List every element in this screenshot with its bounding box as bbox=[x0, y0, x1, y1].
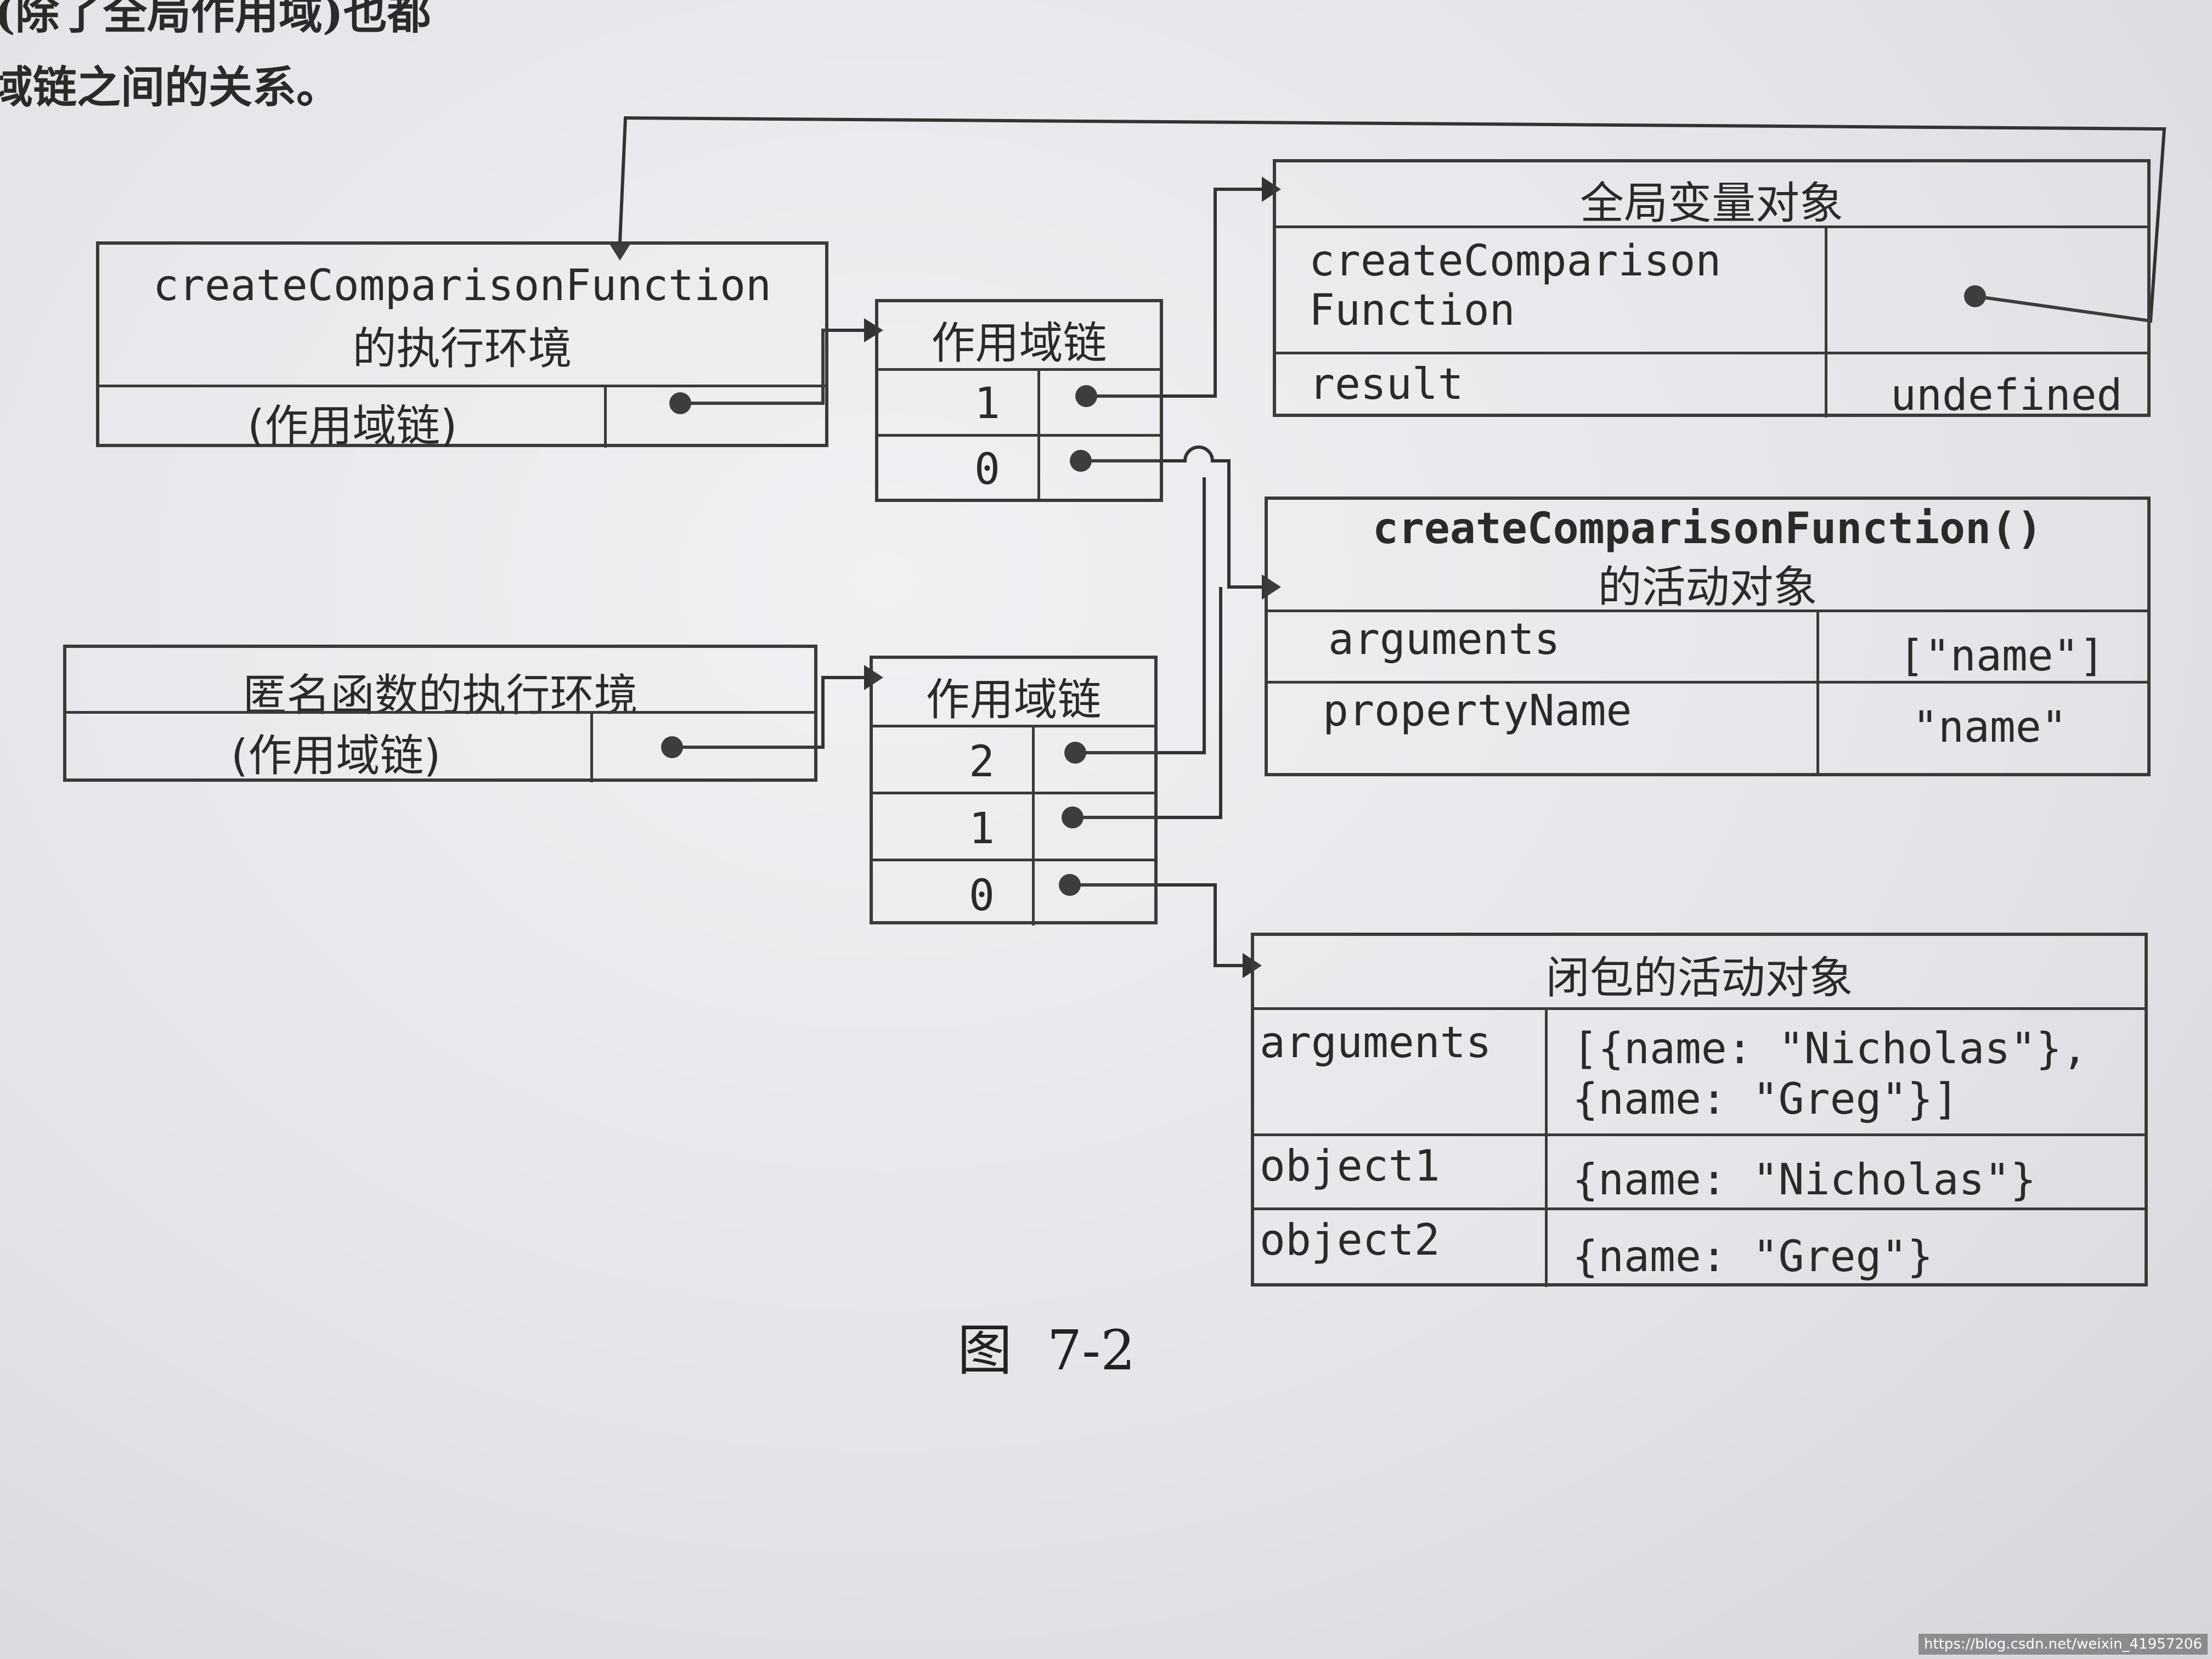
closure-ao-title: 闭包的活动对象 bbox=[1545, 952, 1853, 1003]
global-vo-row-fn: createComparison Function bbox=[1276, 225, 2147, 352]
create-ao-propertyname-name: propertyName bbox=[1323, 686, 1632, 736]
header-line-1: (除了全局作用域)也都 bbox=[0, 0, 431, 39]
scope-chain-1-box: 作用域链 1 0 bbox=[875, 299, 1163, 502]
create-ao-row-propertyname: propertyName "name" bbox=[1268, 681, 2147, 774]
global-vo-title: 全局变量对象 bbox=[1580, 178, 1843, 229]
closure-ao-arguments-value: [{name: "Nicholas"}, {name: "Greg"}] bbox=[1572, 1024, 2088, 1124]
header-line-2: 域链之间的关系。 bbox=[0, 61, 340, 113]
scope-chain-1-title: 作用域链 bbox=[931, 318, 1107, 369]
scope-chain-2-index-0: 0 bbox=[969, 871, 995, 921]
create-ao-title-1: createComparisonFunction() bbox=[1373, 504, 2042, 554]
watermark-url: https://blog.csdn.net/weixin_41957206 bbox=[1918, 1634, 2208, 1655]
create-exec-context-scope-label: (作用域链) bbox=[247, 400, 458, 452]
create-exec-context-scope-row: (作用域链) bbox=[99, 385, 825, 452]
scope-chain-2-row-0: 0 bbox=[873, 859, 1154, 926]
closure-ao-row-arguments: arguments [{name: "Nicholas"}, {name: "G… bbox=[1254, 1007, 2145, 1133]
scope-chain-1-index-0: 0 bbox=[974, 445, 1000, 494]
scope-chain-2-row-1: 1 bbox=[873, 792, 1154, 859]
scope-chain-2-index-1: 1 bbox=[969, 804, 995, 854]
create-ao-row-arguments: arguments ["name"] bbox=[1268, 610, 2147, 681]
closure-ao-row-object1: object1 {name: "Nicholas"} bbox=[1254, 1133, 2145, 1207]
create-ao-title-2: 的活动对象 bbox=[1598, 562, 1818, 613]
anon-exec-context-box: 匿名函数的执行环境 (作用域链) bbox=[63, 645, 817, 782]
scope-chain-2-index-2: 2 bbox=[969, 737, 995, 787]
closure-ao-row-object2: object2 {name: "Greg"} bbox=[1254, 1207, 2145, 1287]
global-vo-fn-name: createComparison Function bbox=[1309, 236, 1722, 335]
closure-ao-object1-name: object1 bbox=[1260, 1142, 1440, 1191]
create-exec-context-title-2: 的执行环境 bbox=[352, 323, 572, 374]
anon-exec-context-scope-row: (作用域链) bbox=[66, 711, 814, 782]
create-activation-object-box: createComparisonFunction() 的活动对象 argumen… bbox=[1265, 496, 2151, 776]
create-exec-context-box: createComparisonFunction 的执行环境 (作用域链) bbox=[96, 241, 828, 452]
figure-caption: 图 7-2 bbox=[957, 1318, 1136, 1383]
anon-exec-context-scope-label: (作用域链) bbox=[231, 730, 441, 781]
scope-chain-2-box: 作用域链 2 1 0 bbox=[870, 656, 1158, 926]
closure-ao-object1-value: {name: "Nicholas"} bbox=[1572, 1155, 2036, 1205]
closure-ao-object2-name: object2 bbox=[1260, 1216, 1440, 1265]
global-vo-row-result: result undefined bbox=[1276, 352, 2147, 420]
closure-ao-arguments-name: arguments bbox=[1260, 1018, 1492, 1068]
scope-chain-1-row-0: 0 bbox=[878, 434, 1160, 500]
closure-activation-object-box: 闭包的活动对象 arguments [{name: "Nicholas"}, {… bbox=[1251, 933, 2148, 1287]
scope-chain-1-row-1: 1 bbox=[878, 368, 1160, 434]
global-variable-object-box: 全局变量对象 createComparison Function result … bbox=[1273, 159, 2151, 420]
create-exec-context-title-1: createComparisonFunction bbox=[153, 261, 772, 311]
scope-chain-1-index-1: 1 bbox=[974, 379, 1000, 428]
create-ao-propertyname-value: "name" bbox=[1912, 703, 2067, 752]
scope-chain-2-row-2: 2 bbox=[873, 725, 1154, 792]
closure-ao-object2-value: {name: "Greg"} bbox=[1572, 1232, 1933, 1282]
global-vo-result-name: result bbox=[1309, 360, 1464, 409]
create-ao-arguments-name: arguments bbox=[1328, 615, 1560, 664]
scope-chain-2-title: 作用域链 bbox=[926, 674, 1102, 725]
create-ao-arguments-value: ["name"] bbox=[1899, 631, 2105, 681]
global-vo-result-value: undefined bbox=[1891, 371, 2123, 420]
